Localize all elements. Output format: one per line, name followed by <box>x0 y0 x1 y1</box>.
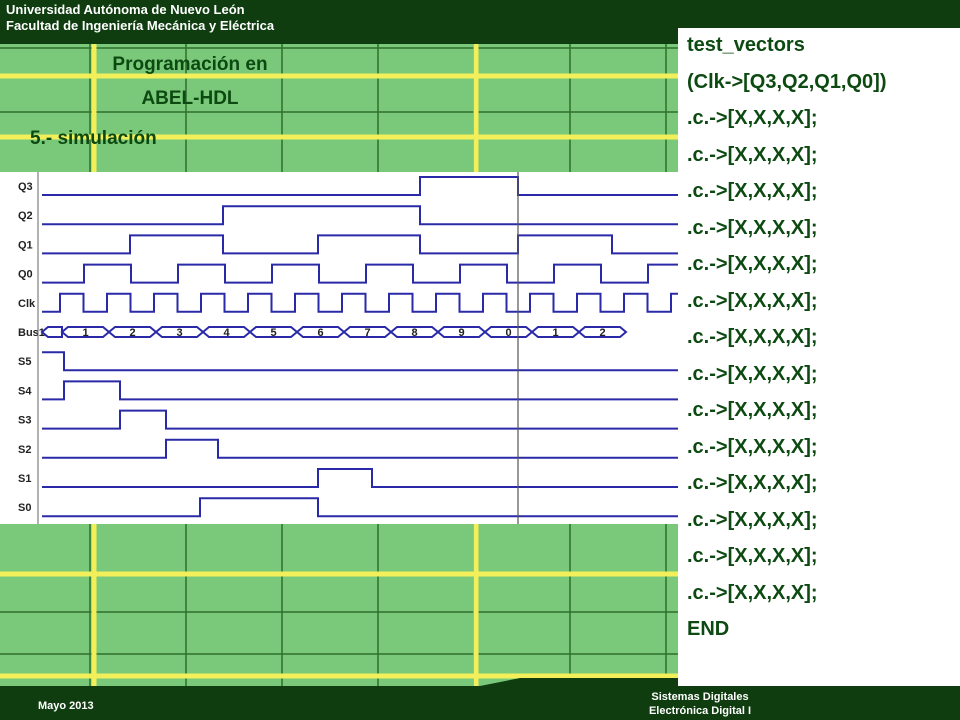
code-line: .c.->[X,X,X,X]; <box>687 107 818 129</box>
footer-course: Sistemas Digitales Electrónica Digital I <box>620 690 780 718</box>
code-line: .c.->[X,X,X,X]; <box>687 435 818 458</box>
university-name: Universidad Autónoma de Nuevo León <box>6 2 245 17</box>
code-panel <box>678 28 960 686</box>
waveform-trace-clk <box>42 292 678 313</box>
signal-label-s2: S2 <box>18 444 31 456</box>
bus1-value: 4 <box>224 327 231 339</box>
waveform-trace-s0 <box>42 497 678 518</box>
code-line: .c.->[X,X,X,X]; <box>687 472 818 494</box>
code-line: (Clk->[Q3,Q2,Q1,Q0]) <box>687 70 887 93</box>
signal-label-q0: Q0 <box>18 269 33 281</box>
waveform-trace-q0 <box>42 263 678 284</box>
code-line: .c.->[X,X,X,X]; <box>687 216 818 239</box>
signal-label-q2: Q2 <box>18 210 33 222</box>
bus1-value: 3 <box>177 327 183 339</box>
bus1-value: 7 <box>365 327 371 339</box>
code-line: .c.->[X,X,X,X]; <box>687 326 818 348</box>
signal-label-q3: Q3 <box>18 181 33 193</box>
footer-course-line2: Electrónica Digital I <box>648 705 752 717</box>
code-line: .c.->[X,X,X,X]; <box>687 143 818 166</box>
bus1-value: 2 <box>600 327 606 339</box>
code-line: .c.->[X,X,X,X]; <box>687 581 818 604</box>
footer-course-line1: Sistemas Digitales <box>651 691 749 703</box>
signal-label-s5: S5 <box>18 356 31 368</box>
bus1-value: 0 <box>506 327 512 339</box>
waveform-trace-s5 <box>42 351 678 372</box>
bus1-value: 8 <box>412 327 418 339</box>
slide-title-line2: ABEL-HDL <box>141 88 239 109</box>
bus1-value: 1 <box>83 327 89 339</box>
waveform-trace-s2 <box>42 438 678 459</box>
bus1-value: 2 <box>130 327 136 339</box>
code-line: .c.->[X,X,X,X]; <box>687 289 818 312</box>
signal-label-s0: S0 <box>18 502 31 514</box>
code-keyword-test-vectors: test_vectors <box>687 34 805 56</box>
signal-label-s3: S3 <box>18 415 31 427</box>
bus1-value: 9 <box>459 327 465 339</box>
signal-label-clk: Clk <box>18 298 36 310</box>
bus1-value: 1 <box>553 327 559 339</box>
code-keyword-end: END <box>687 618 730 640</box>
slide-title: Programación en ABEL-HDL <box>60 48 320 116</box>
slide-subtitle: 5.- simulación <box>30 128 157 149</box>
code-line: .c.->[X,X,X,X]; <box>687 180 818 202</box>
bus1-cell <box>577 326 628 338</box>
waveform-trace-s4 <box>42 380 678 401</box>
waveform-trace-q2 <box>42 205 678 226</box>
slide-title-line1: Programación en <box>112 54 268 75</box>
footer-date: Mayo 2013 <box>38 700 94 712</box>
signal-label-bus1: Bus1 <box>18 327 45 339</box>
waveform-trace-q3 <box>42 176 678 196</box>
university-header: Universidad Autónoma de Nuevo León Facul… <box>6 2 274 34</box>
code-line: .c.->[X,X,X,X]; <box>687 253 818 275</box>
footer-bar <box>0 686 960 720</box>
code-line: .c.->[X,X,X,X]; <box>687 362 818 385</box>
code-line: .c.->[X,X,X,X]; <box>687 508 818 531</box>
waveform-trace-q1 <box>42 234 678 255</box>
code-line: .c.->[X,X,X,X]; <box>687 399 818 421</box>
faculty-name: Facultad de Ingeniería Mecánica y Eléctr… <box>6 18 275 33</box>
signal-label-q1: Q1 <box>18 239 33 251</box>
waveform-trace-s3 <box>42 409 678 430</box>
bus1-value: 6 <box>318 327 324 339</box>
code-line: .c.->[X,X,X,X]; <box>687 545 818 567</box>
signal-label-s4: S4 <box>18 385 32 397</box>
bus1-value: 5 <box>271 327 277 339</box>
signal-label-s1: S1 <box>18 473 31 485</box>
waveform-trace-s1 <box>42 468 678 488</box>
bus1-cell <box>40 326 63 338</box>
